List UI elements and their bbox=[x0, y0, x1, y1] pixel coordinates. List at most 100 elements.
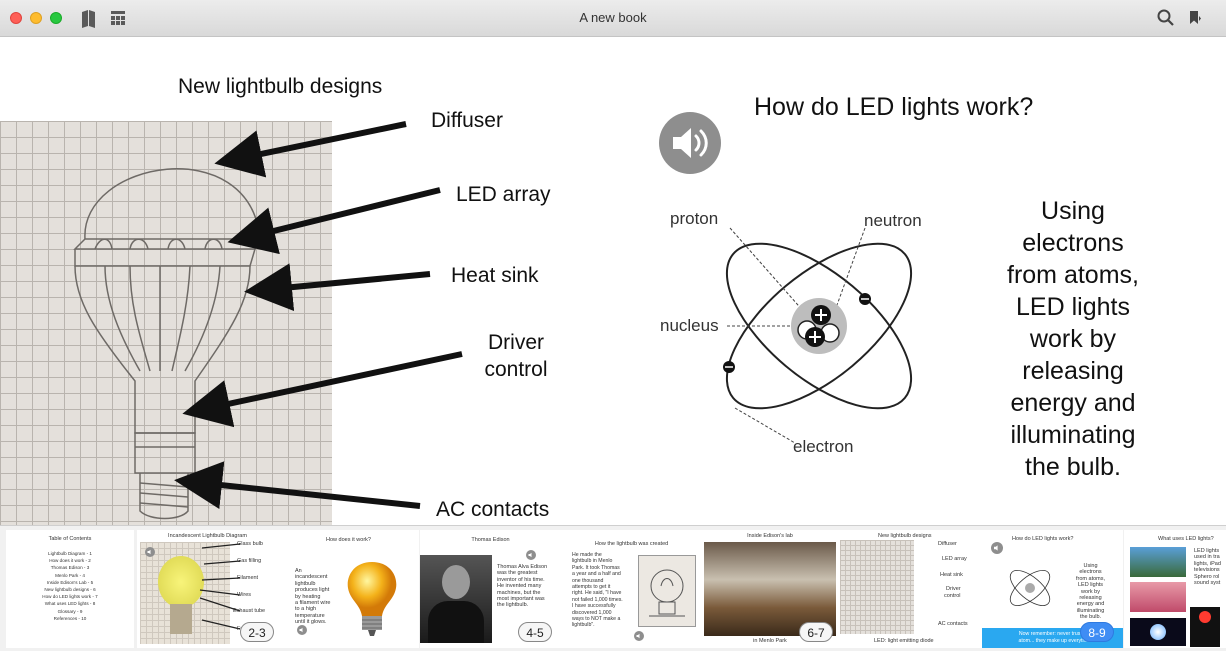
thumb-label: AC contacts bbox=[938, 621, 968, 627]
book-spread: New lightbulb designs bbox=[0, 38, 1226, 525]
speaker-icon[interactable] bbox=[145, 547, 155, 557]
thumb-callout-lines bbox=[199, 543, 241, 630]
toc-item: Thomas Edison - 3 bbox=[50, 565, 90, 571]
banner-line: atom... they make up everythi bbox=[1018, 638, 1087, 644]
lightbulb-icon bbox=[347, 562, 397, 636]
thumb-text-line: inventor of his time. bbox=[497, 576, 545, 583]
thumb-text-line: work by bbox=[1081, 588, 1100, 595]
thumbnail-page-1[interactable]: Table of Contents Lightbulb Diagram - 1 … bbox=[6, 530, 134, 648]
speaker-icon[interactable] bbox=[526, 550, 536, 560]
zoom-window-button[interactable] bbox=[50, 12, 62, 24]
thumb-text-line: right. He said, "I have bbox=[572, 590, 622, 597]
thumbnail-spread-8-9[interactable]: How do LED lights work? Using electrons … bbox=[982, 530, 1123, 648]
toc-item: New lightbulb designs - 6 bbox=[44, 587, 96, 593]
bookmark-icon[interactable] bbox=[1188, 9, 1202, 27]
thumb-text-line: incandescent bbox=[295, 574, 328, 581]
thumb-text-line: LED lights bbox=[1194, 548, 1220, 554]
speaker-icon bbox=[673, 128, 708, 158]
driver-control-arrow bbox=[182, 351, 463, 428]
thumb-label: control bbox=[944, 593, 961, 599]
diffuser-arrow bbox=[214, 121, 407, 178]
thumbnail-spread-6-7[interactable]: Inside Edison's lab in Menlo Park New li… bbox=[702, 530, 982, 648]
thumb-title: How the lightbulb was created bbox=[594, 541, 669, 547]
atom-diagram: proton neutron nucleus electron bbox=[660, 209, 922, 456]
thumb-label: Exhaust tube bbox=[233, 608, 266, 614]
thumb-text: Thomas Alva Edison was the greatest inve… bbox=[497, 564, 547, 609]
thumb-text-line: the bulb. bbox=[1079, 614, 1102, 621]
thumbnail-spread-2-3[interactable]: Incandescent Lightbulb Diagram Glass bul… bbox=[137, 530, 419, 648]
explanation-line: illuminating bbox=[1010, 421, 1136, 449]
atom-label-nucleus: nucleus bbox=[660, 316, 719, 335]
search-icon[interactable] bbox=[1157, 9, 1175, 27]
explanation-line: energy and bbox=[1010, 389, 1136, 417]
thumb-sketch bbox=[840, 540, 914, 634]
callout-arrows bbox=[174, 121, 463, 510]
thumb-text-line: energy and bbox=[1076, 601, 1105, 608]
edison-photo bbox=[420, 555, 492, 643]
thumbnail-page-10[interactable]: What uses LED lights? LED lights used in… bbox=[1124, 530, 1226, 648]
toc-item: What uses LED lights - 8 bbox=[44, 601, 96, 607]
grid-icon[interactable] bbox=[110, 9, 126, 27]
page-number-badge[interactable]: 2-3 bbox=[240, 622, 274, 642]
explanation-line: work by bbox=[1029, 325, 1117, 353]
thumb-text-line: Thomas Alva Edison bbox=[497, 564, 548, 570]
thumb-text-line: not failed 1,000 times. bbox=[572, 596, 623, 603]
thumb-title: Inside Edison's lab bbox=[747, 533, 793, 539]
thumb-label: Wires bbox=[237, 592, 252, 598]
banner-line: Now remember: never trust a bbox=[1018, 631, 1087, 637]
thumb-text: He made the lightbulb in Menlo Park. It … bbox=[572, 552, 623, 629]
tv-photo bbox=[1130, 547, 1186, 577]
ac-contacts-arrow bbox=[174, 461, 421, 510]
speaker-icon[interactable] bbox=[297, 625, 307, 635]
thumb-text-line: lightbulb". bbox=[572, 622, 595, 629]
thumb-text-line: was the greatest bbox=[497, 570, 538, 577]
thumb-label: Driver bbox=[946, 586, 961, 592]
play-audio-button[interactable] bbox=[659, 112, 721, 174]
thumb-caption: in Menlo Park bbox=[753, 638, 787, 644]
thumbnail-spread-4-5[interactable]: Thomas Edison Thomas Alva Edison was the… bbox=[420, 530, 702, 648]
thumb-text-line: lightbulb bbox=[295, 580, 316, 587]
page-number-badge[interactable]: 4-5 bbox=[518, 622, 552, 642]
thumb-label: Glass bulb bbox=[237, 541, 263, 547]
speaker-icon[interactable] bbox=[634, 631, 644, 641]
thumb-text-line: produces light bbox=[295, 587, 330, 594]
thumb-caption: LED: light emitting diode bbox=[874, 638, 934, 644]
thumb-label: Diffuser bbox=[938, 541, 957, 547]
thumb-text-line: Park. It took Thomas bbox=[572, 564, 620, 571]
toc-item: Glossary - 9 bbox=[57, 608, 83, 614]
speaker-icon[interactable] bbox=[991, 542, 1003, 554]
close-window-button[interactable] bbox=[10, 12, 22, 24]
page-number-badge[interactable]: 6-7 bbox=[799, 622, 833, 642]
thumb-atom bbox=[1009, 570, 1051, 606]
explanation-line: releasing bbox=[1022, 357, 1124, 385]
thumb-text-line: Using bbox=[1083, 563, 1098, 569]
thumb-title: New lightbulb designs bbox=[878, 533, 932, 539]
explanation-line: from atoms, bbox=[1007, 261, 1139, 289]
window-titlebar: A new book bbox=[0, 0, 1226, 37]
thumb-text-line: the lightbulb. bbox=[497, 602, 529, 609]
thumb-text-line: attempts to get it bbox=[572, 584, 611, 591]
thumb-label: Gas filling bbox=[237, 558, 262, 564]
ipad-photo bbox=[1130, 582, 1186, 612]
led-array-arrow bbox=[227, 187, 441, 255]
thumb-text-line: LED lights bbox=[1077, 582, 1104, 589]
thumb-text-line: ways to NOT make a bbox=[572, 616, 621, 623]
led-explanation: Using electrons from atoms, LED lights w… bbox=[990, 195, 1156, 483]
page-number-badge-current[interactable]: 8-9 bbox=[1080, 622, 1114, 642]
thumb-text-line: a filament wire bbox=[295, 600, 331, 607]
thumb-text-line: Sphero rol bbox=[1194, 573, 1220, 580]
label-driver-control: Driver control bbox=[484, 331, 548, 381]
thumb-text-line: machines, but the bbox=[497, 589, 541, 596]
thumb-text-line: sound syst bbox=[1194, 580, 1221, 587]
toc-item: How do LED lights work - 7 bbox=[42, 594, 98, 600]
thumb-text-line: discovered 1,000 bbox=[572, 609, 612, 616]
thumb-label: Heat sink bbox=[940, 572, 963, 578]
page-thumbnail-strip[interactable]: Table of Contents Lightbulb Diagram - 1 … bbox=[0, 525, 1226, 651]
thumb-title: Thomas Edison bbox=[471, 537, 510, 543]
thumb-text-line: televisions bbox=[1194, 567, 1220, 574]
book-icon[interactable] bbox=[80, 9, 98, 29]
minimize-window-button[interactable] bbox=[30, 12, 42, 24]
thumb-title: What uses LED lights? bbox=[1158, 536, 1214, 542]
label-diffuser: Diffuser bbox=[431, 109, 503, 132]
label-ac-contacts: AC contacts bbox=[436, 498, 550, 521]
